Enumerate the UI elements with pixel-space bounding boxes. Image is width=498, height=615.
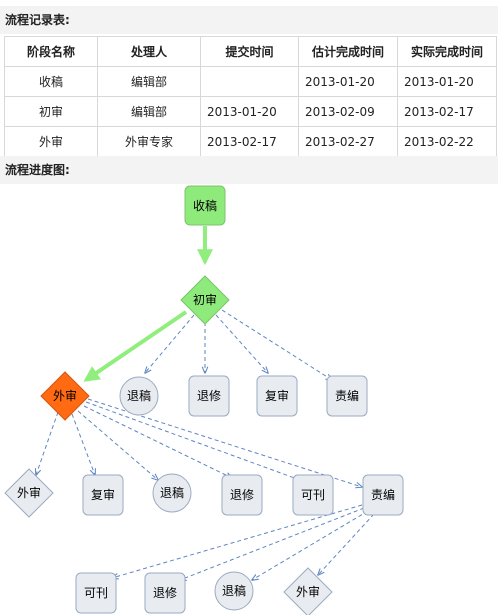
col-header-estimated-time: 估计完成时间 [298,36,398,67]
cell-actual-time: 2013-02-17 [397,96,497,127]
col-header-handler: 处理人 [97,36,201,67]
edges-from-waishen [36,398,362,487]
svg-text:退稿: 退稿 [160,485,184,500]
cell-handler: 外审专家 [97,126,201,157]
node-tuigao-1[interactable]: 退稿 [119,376,159,416]
svg-text:退稿: 退稿 [222,583,246,598]
node-shougao[interactable]: 收稿 [184,185,226,226]
svg-text:退修: 退修 [197,388,221,403]
node-fushen-1[interactable]: 复审 [256,375,298,417]
svg-text:退稿: 退稿 [127,388,151,403]
cell-estimated-time: 2013-01-20 [298,66,398,97]
node-kekan-2[interactable]: 可刊 [75,572,117,614]
node-fushen-2[interactable]: 复审 [82,474,124,516]
cell-actual-time: 2013-02-22 [397,126,497,157]
process-flow-diagram: 收稿 初审 退稿 退修 复审 责编 外审 [4,185,404,615]
svg-text:复审: 复审 [265,388,289,403]
svg-text:外审: 外审 [53,388,77,403]
svg-text:退修: 退修 [230,487,254,502]
col-header-stage: 阶段名称 [4,36,98,67]
node-tuixiu-2[interactable]: 退修 [221,474,263,516]
cell-submit-time: 2013-02-17 [200,126,299,157]
cell-estimated-time: 2013-02-09 [298,96,398,127]
progress-section-title: 流程进度图: [0,156,498,184]
svg-text:外审: 外审 [17,485,41,500]
svg-text:可刊: 可刊 [84,586,108,600]
edge-chushen-waishen [83,310,188,382]
svg-text:外审: 外审 [296,584,320,599]
node-tuigao-2[interactable]: 退稿 [152,473,192,513]
cell-stage: 初审 [4,96,98,127]
node-tuixiu-3[interactable]: 退修 [144,572,186,614]
table-row: 收稿 编辑部 2013-01-20 2013-01-20 [4,66,497,97]
node-waishen-3[interactable]: 外审 [283,567,333,615]
cell-handler: 编辑部 [97,96,201,127]
col-header-actual-time: 实际完成时间 [397,36,497,67]
table-row: 外审 外审专家 2013-02-17 2013-02-27 2013-02-22 [4,126,497,157]
node-kekan-1[interactable]: 可刊 [292,474,334,516]
record-section-title: 流程记录表: [0,6,498,34]
node-zebian-2[interactable]: 责编 [362,474,404,516]
col-header-submit-time: 提交时间 [200,36,299,67]
table-header-row: 阶段名称 处理人 提交时间 估计完成时间 实际完成时间 [4,36,497,67]
cell-actual-time: 2013-01-20 [397,66,497,97]
edges-from-zebian [112,504,375,580]
cell-stage: 收稿 [4,66,98,97]
cell-submit-time: 2013-01-20 [200,96,299,127]
table-row: 初审 编辑部 2013-01-20 2013-02-09 2013-02-17 [4,96,497,127]
node-tuixiu-1[interactable]: 退修 [188,375,230,417]
svg-text:初审: 初审 [193,292,217,307]
svg-text:责编: 责编 [371,487,395,502]
cell-estimated-time: 2013-02-27 [298,126,398,157]
node-zebian-1[interactable]: 责编 [326,375,368,417]
cell-handler: 编辑部 [97,66,201,97]
edges-from-chushen [145,309,332,380]
cell-stage: 外审 [4,126,98,157]
svg-text:收稿: 收稿 [193,198,217,213]
node-waishen-2[interactable]: 外审 [4,468,54,518]
node-chushen[interactable]: 初审 [180,275,230,325]
svg-text:退修: 退修 [153,585,177,600]
svg-text:复审: 复审 [91,487,115,502]
svg-text:可刊: 可刊 [301,488,325,502]
cell-submit-time [200,66,299,97]
process-record-table: 阶段名称 处理人 提交时间 估计完成时间 实际完成时间 收稿 编辑部 2013-… [4,36,497,157]
node-tuigao-3[interactable]: 退稿 [214,571,254,611]
node-waishen[interactable]: 外审 [40,371,90,421]
svg-text:责编: 责编 [335,388,359,403]
